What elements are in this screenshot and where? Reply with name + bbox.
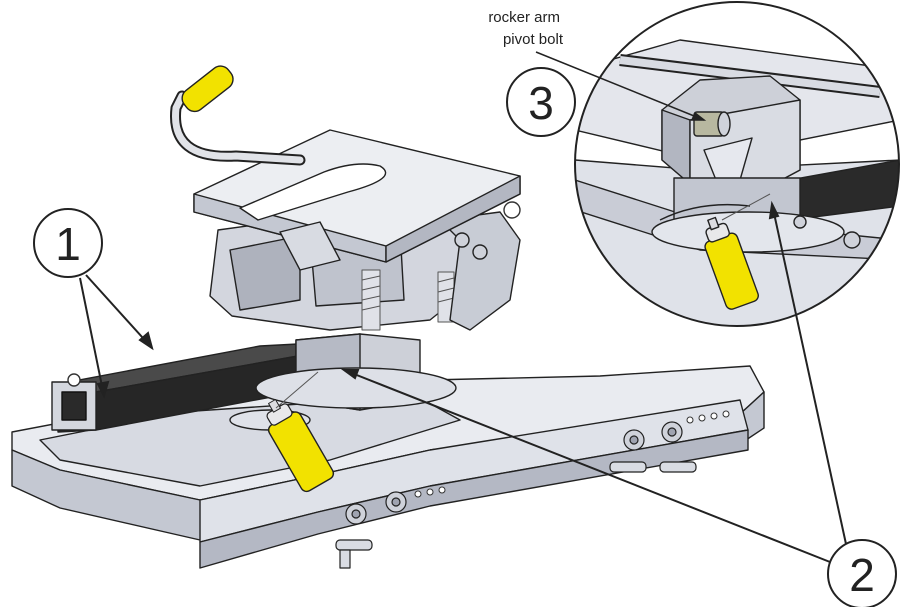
jaw-slot — [239, 163, 387, 221]
callout-3-circle — [506, 67, 576, 137]
pivot-bolt-label: pivot bolt — [503, 31, 564, 48]
callout-3-number: 3 — [528, 77, 554, 129]
rocker-arm-label: rocker arm — [488, 9, 560, 26]
detail-zoom — [574, 1, 900, 327]
hitch-pins — [335, 461, 697, 569]
grease-can-zoom — [704, 216, 759, 310]
handle-grip — [181, 65, 234, 113]
callout-1-circle — [33, 208, 103, 278]
hitch-assembly — [11, 65, 765, 569]
rocker-bolt-leader — [535, 51, 707, 121]
grease-can-main — [266, 399, 335, 493]
callout-2-circle — [827, 539, 897, 607]
spray-line-main — [275, 371, 319, 409]
detail-circle-border — [574, 1, 900, 327]
crossbar-bolts — [345, 421, 683, 525]
callout-2-leaders — [340, 200, 847, 563]
callout-1-leaders — [79, 274, 154, 399]
crossbar-holes — [414, 410, 730, 498]
callout-1-number: 1 — [55, 218, 81, 270]
callout-2-number: 2 — [849, 549, 875, 601]
callouts: 1 2 3 rocker arm pivot bolt — [33, 9, 897, 607]
turntable-disc — [255, 367, 457, 409]
